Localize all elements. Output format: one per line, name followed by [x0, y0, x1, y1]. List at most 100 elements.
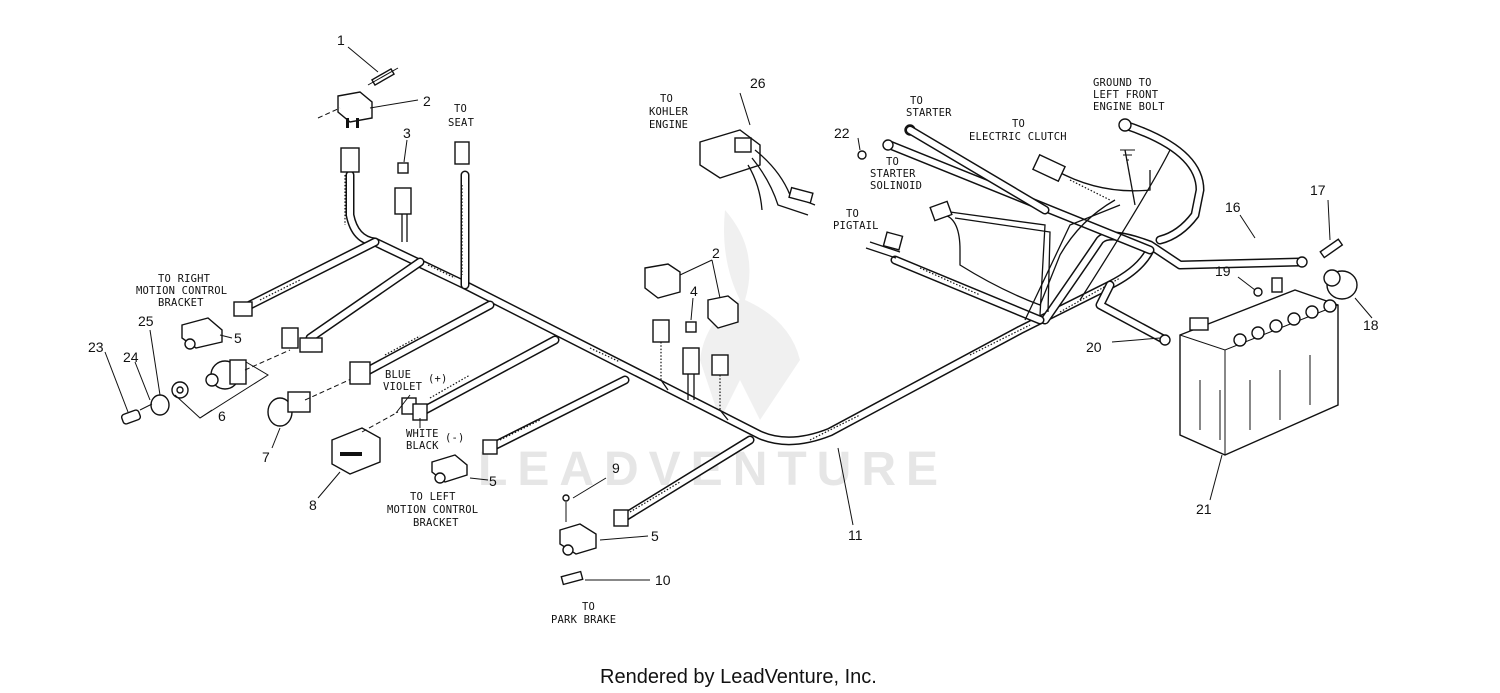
label-ground: GROUND TO LEFT FRONT ENGINE BOLT: [1093, 77, 1165, 113]
callout-numbers: 1 2 3 26 2 4 5 25 24 23 6 7 8 5 9 5 10 1…: [88, 32, 1379, 588]
part-20-cable-end[interactable]: [1159, 334, 1171, 346]
svg-text:BLACK: BLACK: [406, 440, 439, 452]
part-5-switch-left[interactable]: [431, 439, 498, 484]
callout-7: 7: [262, 449, 270, 465]
label-to-pigtail: TO PIGTAIL: [833, 208, 879, 232]
svg-text:SEAT: SEAT: [448, 117, 475, 129]
svg-text:TO LEFT: TO LEFT: [410, 491, 456, 503]
starter-terminal: [882, 124, 1050, 215]
callout-9: 9: [612, 460, 620, 476]
center-connectors: [652, 319, 729, 421]
callout-18: 18: [1363, 317, 1379, 333]
part-7-hour-meter[interactable]: [267, 374, 361, 427]
svg-text:ENGINE BOLT: ENGINE BOLT: [1093, 101, 1165, 113]
part-6-bracket: [174, 361, 269, 419]
svg-text:VIOLET: VIOLET: [383, 381, 423, 393]
svg-text:BLUE: BLUE: [385, 369, 411, 381]
callout-22: 22: [834, 125, 850, 141]
part-10-bracket[interactable]: [560, 570, 584, 586]
label-blue-violet: BLUE VIOLET (+): [383, 369, 448, 393]
callout-5-left: 5: [489, 473, 497, 489]
label-to-left-mc: TO LEFT MOTION CONTROL BRACKET: [387, 491, 478, 529]
svg-text:ELECTRIC CLUTCH: ELECTRIC CLUTCH: [969, 131, 1067, 143]
svg-text:TO: TO: [454, 103, 467, 115]
part-22-nut[interactable]: [857, 150, 867, 160]
part-5-switch-right[interactable]: [181, 317, 223, 350]
part-5-switch-park[interactable]: [559, 509, 629, 556]
part-21-battery[interactable]: [1179, 289, 1339, 456]
callout-10: 10: [655, 572, 671, 588]
part-9-screw[interactable]: [562, 494, 570, 522]
callout-1: 1: [337, 32, 345, 48]
svg-text:ENGINE: ENGINE: [649, 119, 688, 131]
callout-16: 16: [1225, 199, 1241, 215]
svg-text:TO RIGHT: TO RIGHT: [158, 273, 211, 285]
footer-credit: Rendered by LeadVenture, Inc.: [600, 666, 877, 688]
pigtail-connector[interactable]: [865, 231, 904, 259]
main-harness: [245, 120, 1305, 525]
callout-11: 11: [848, 527, 863, 543]
callout-21: 21: [1196, 501, 1212, 517]
part-17-bolt[interactable]: [1319, 238, 1344, 259]
part-24-washer[interactable]: [150, 394, 170, 416]
svg-text:TO: TO: [846, 208, 859, 220]
part-25-nut[interactable]: [171, 381, 189, 399]
part-8-module[interactable]: [331, 411, 399, 475]
part-26-connector[interactable]: [699, 129, 816, 216]
part-16-cable-end[interactable]: [1296, 256, 1308, 268]
svg-text:TO: TO: [660, 93, 673, 105]
part-4-fuse-center[interactable]: [682, 321, 700, 400]
connector-top-left: [340, 141, 470, 173]
label-to-seat: TO SEAT: [448, 103, 475, 129]
part-2-relay-center[interactable]: [644, 263, 739, 329]
callout-20: 20: [1086, 339, 1102, 355]
part-18-terminal-cover[interactable]: [1323, 269, 1358, 300]
callout-17: 17: [1310, 182, 1326, 198]
callout-3: 3: [403, 125, 411, 141]
svg-text:TO: TO: [910, 95, 923, 107]
callout-4: 4: [690, 283, 698, 299]
clutch-connector[interactable]: [1032, 153, 1066, 183]
callout-23: 23: [88, 339, 104, 355]
label-to-starter: TO STARTER: [906, 95, 952, 119]
leader-lines: [104, 46, 1373, 581]
label-to-right-mc: TO RIGHT MOTION CONTROL BRACKET: [136, 273, 227, 309]
svg-text:GROUND TO: GROUND TO: [1093, 77, 1152, 89]
callout-26: 26: [750, 75, 766, 91]
svg-text:MOTION CONTROL: MOTION CONTROL: [387, 504, 478, 516]
callout-2-center: 2: [712, 245, 720, 261]
svg-text:TO: TO: [1012, 118, 1025, 130]
callout-6: 6: [218, 408, 226, 424]
svg-text:SOLINOID: SOLINOID: [870, 180, 922, 192]
part-ignition-assembly[interactable]: [205, 349, 291, 390]
label-to-starter-solenoid: TO STARTER SOLINOID: [870, 156, 922, 192]
svg-text:KOHLER: KOHLER: [649, 106, 689, 118]
part-23-key[interactable]: [120, 403, 153, 425]
part-1-screw[interactable]: [367, 67, 399, 87]
part-2-relay-top[interactable]: [317, 91, 373, 128]
svg-text:LEFT FRONT: LEFT FRONT: [1093, 89, 1159, 101]
solenoid-connector[interactable]: [929, 200, 953, 222]
svg-text:(+): (+): [428, 373, 448, 385]
callout-19: 19: [1215, 263, 1231, 279]
part-3-fuse-top[interactable]: [394, 162, 412, 242]
label-to-electric-clutch: TO ELECTRIC CLUTCH: [969, 118, 1067, 143]
callout-8: 8: [309, 497, 317, 513]
part-19-nut[interactable]: [1253, 277, 1283, 297]
callout-2-top: 2: [423, 93, 431, 109]
callout-24: 24: [123, 349, 139, 365]
right-mc-connector[interactable]: [233, 301, 323, 353]
svg-text:MOTION CONTROL: MOTION CONTROL: [136, 285, 227, 297]
svg-text:PIGTAIL: PIGTAIL: [833, 220, 879, 232]
label-to-park-brake: TO PARK BRAKE: [551, 601, 616, 626]
ground-terminal[interactable]: [1118, 118, 1135, 161]
svg-text:TO: TO: [886, 156, 899, 168]
label-white-black: WHITE BLACK (-): [406, 428, 465, 452]
svg-text:STARTER: STARTER: [906, 107, 952, 119]
svg-text:TO: TO: [582, 601, 595, 613]
svg-text:PARK BRAKE: PARK BRAKE: [551, 614, 616, 626]
svg-text:(-): (-): [445, 432, 465, 444]
svg-text:STARTER: STARTER: [870, 168, 916, 180]
svg-text:WHITE: WHITE: [406, 428, 439, 440]
